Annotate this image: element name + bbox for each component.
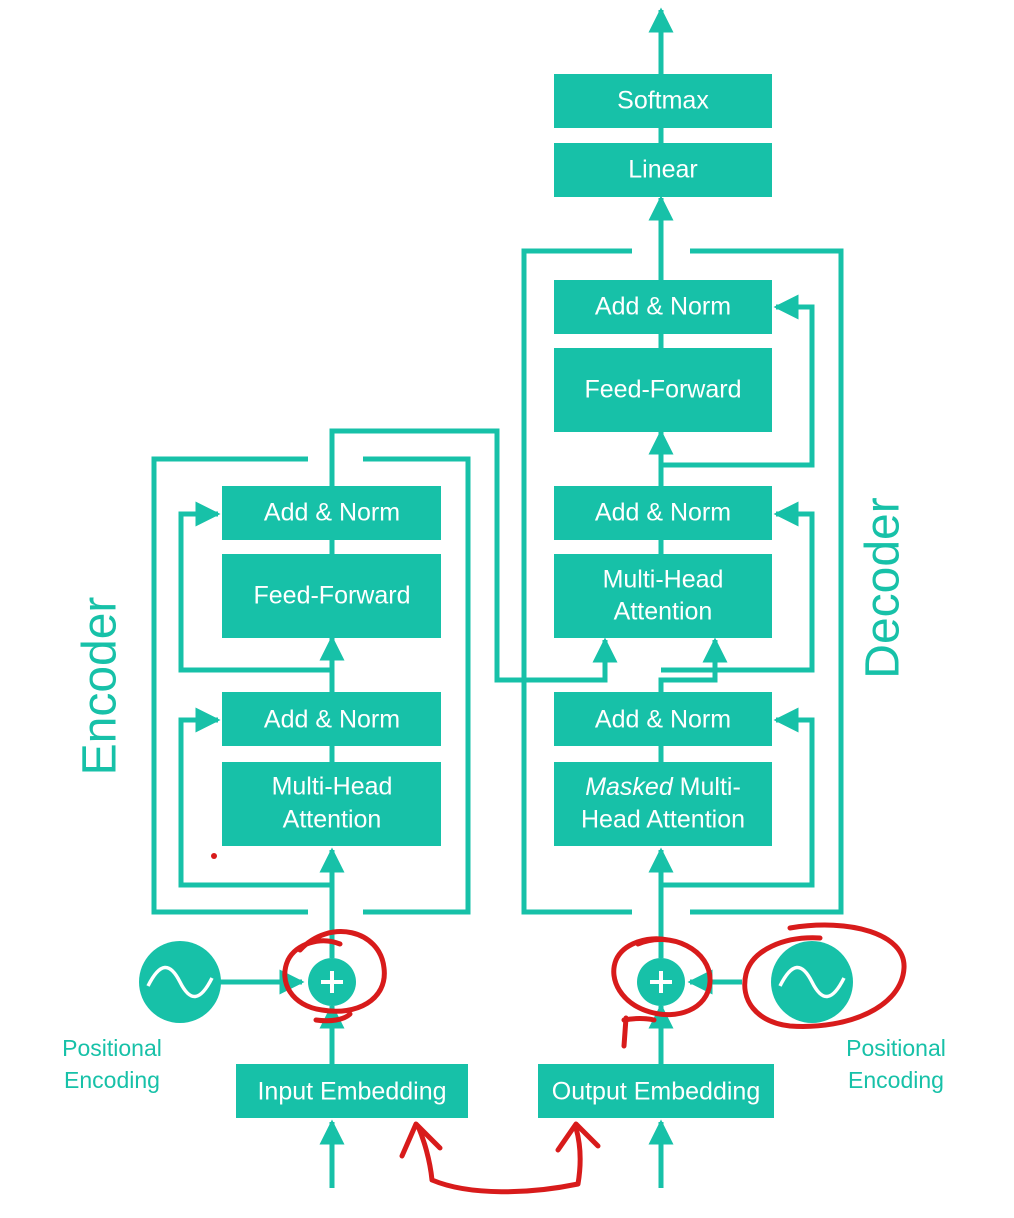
encoder-add-norm-bottom: Add & Norm: [222, 692, 441, 746]
svg-text:Multi-Head: Multi-Head: [603, 566, 724, 594]
svg-text:Head Attention: Head Attention: [581, 806, 745, 834]
decoder-add-norm-middle: Add & Norm: [554, 486, 772, 540]
svg-text:Multi-Head: Multi-Head: [272, 773, 393, 801]
svg-text:Add & Norm: Add & Norm: [595, 706, 731, 734]
arrow-annotation-embeddings: [399, 1121, 601, 1195]
masked-attention-block: Masked Multi- Head Attention: [554, 762, 772, 846]
decoder-stack: Softmax Linear Add & Norm Feed-Forward A…: [538, 74, 774, 1118]
stray-dot: [211, 853, 217, 859]
underline-annotation-encoder-add: [313, 1011, 353, 1024]
decoder-plus-circle-icon: [637, 958, 685, 1006]
svg-text:Input Embedding: Input Embedding: [257, 1078, 446, 1106]
svg-text:Add & Norm: Add & Norm: [264, 706, 400, 734]
linear-block: Linear: [554, 143, 772, 197]
decoder-title: Decoder: [857, 497, 910, 678]
svg-text:Add & Norm: Add & Norm: [264, 499, 400, 527]
svg-text:Attention: Attention: [283, 806, 382, 834]
encoder-plus-circle-icon: [308, 958, 356, 1006]
output-embedding-block: Output Embedding: [538, 1064, 774, 1118]
circle-annotation-decoder-add: [611, 936, 713, 1018]
svg-text:Add & Norm: Add & Norm: [595, 499, 731, 527]
svg-text:Feed-Forward: Feed-Forward: [254, 582, 411, 610]
decoder-sine-wave-icon: [771, 941, 853, 1023]
svg-text:Add & Norm: Add & Norm: [595, 293, 731, 321]
encoder-sine-wave-icon: [139, 941, 221, 1023]
svg-text:Attention: Attention: [614, 598, 713, 626]
encoder-title: Encoder: [74, 597, 127, 776]
hand-annotations: [282, 922, 907, 1195]
encoder-add-norm-top: Add & Norm: [222, 486, 441, 540]
encoder-positional-label-1: Positional: [62, 1035, 162, 1061]
svg-text:Feed-Forward: Feed-Forward: [585, 376, 742, 404]
decoder-feed-forward-block: Feed-Forward: [554, 348, 772, 432]
decoder-add-norm-bottom: Add & Norm: [554, 692, 772, 746]
decoder-cross-attention-block: Multi-Head Attention: [554, 554, 772, 638]
circle-annotation-positional: [742, 922, 907, 1029]
encoder-stack: Add & Norm Feed-Forward Add & Norm Multi…: [222, 486, 468, 1118]
encoder-positional-label-2: Encoding: [64, 1067, 160, 1093]
svg-text:Output Embedding: Output Embedding: [552, 1078, 760, 1106]
svg-text:Linear: Linear: [628, 156, 698, 184]
decoder-add-norm-top: Add & Norm: [554, 280, 772, 334]
decoder-positional-label-1: Positional: [846, 1035, 946, 1061]
softmax-block: Softmax: [554, 74, 772, 128]
decoder-positional-label-2: Encoding: [848, 1067, 944, 1093]
svg-text:Softmax: Softmax: [617, 87, 709, 115]
masked-attention-line1: Masked Multi-: [585, 773, 741, 801]
encoder-attention-block: Multi-Head Attention: [222, 762, 441, 846]
tick-annotation-decoder-add: [621, 1015, 657, 1049]
encoder-feed-forward-block: Feed-Forward: [222, 554, 441, 638]
input-embedding-block: Input Embedding: [236, 1064, 468, 1118]
circle-annotation-encoder-add: [282, 929, 387, 1014]
